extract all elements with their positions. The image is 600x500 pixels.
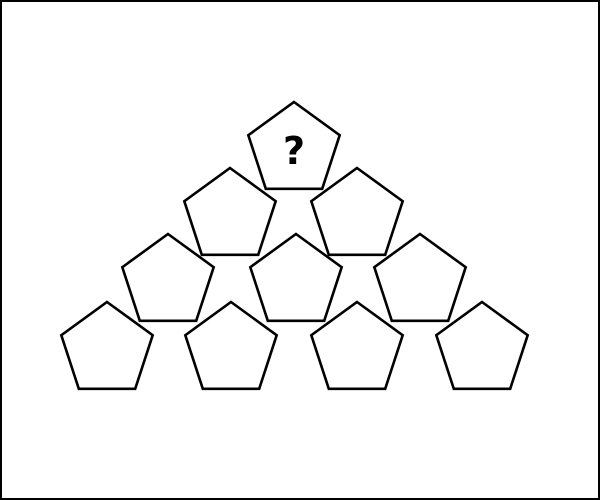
shapes-layer: [59, 100, 530, 391]
pentagon-r4c3: [309, 300, 405, 391]
pentagon-r2c1: [182, 166, 278, 257]
pentagon-outline: [434, 300, 530, 391]
pentagon-outline: [372, 232, 468, 323]
pentagon-r3c1: [120, 232, 216, 323]
pentagon-outline: [183, 300, 279, 391]
pentagon-outline: [182, 166, 278, 257]
pentagon-outline: [248, 232, 344, 323]
pentagon-question: [246, 100, 342, 191]
pentagon-outline: [246, 100, 342, 191]
pentagon-r4c4: [434, 300, 530, 391]
pentagon-outline: [309, 166, 405, 257]
question-mark: ?: [283, 129, 305, 173]
pentagon-r4c1: [59, 300, 155, 391]
pentagon-outline: [59, 300, 155, 391]
pentagon-r3c2: [248, 232, 344, 323]
pentagon-outline: [120, 232, 216, 323]
pentagon-outline: [309, 300, 405, 391]
pentagon-r4c2: [183, 300, 279, 391]
pentagon-r3c3: [372, 232, 468, 323]
pentagon-r2c2: [309, 166, 405, 257]
